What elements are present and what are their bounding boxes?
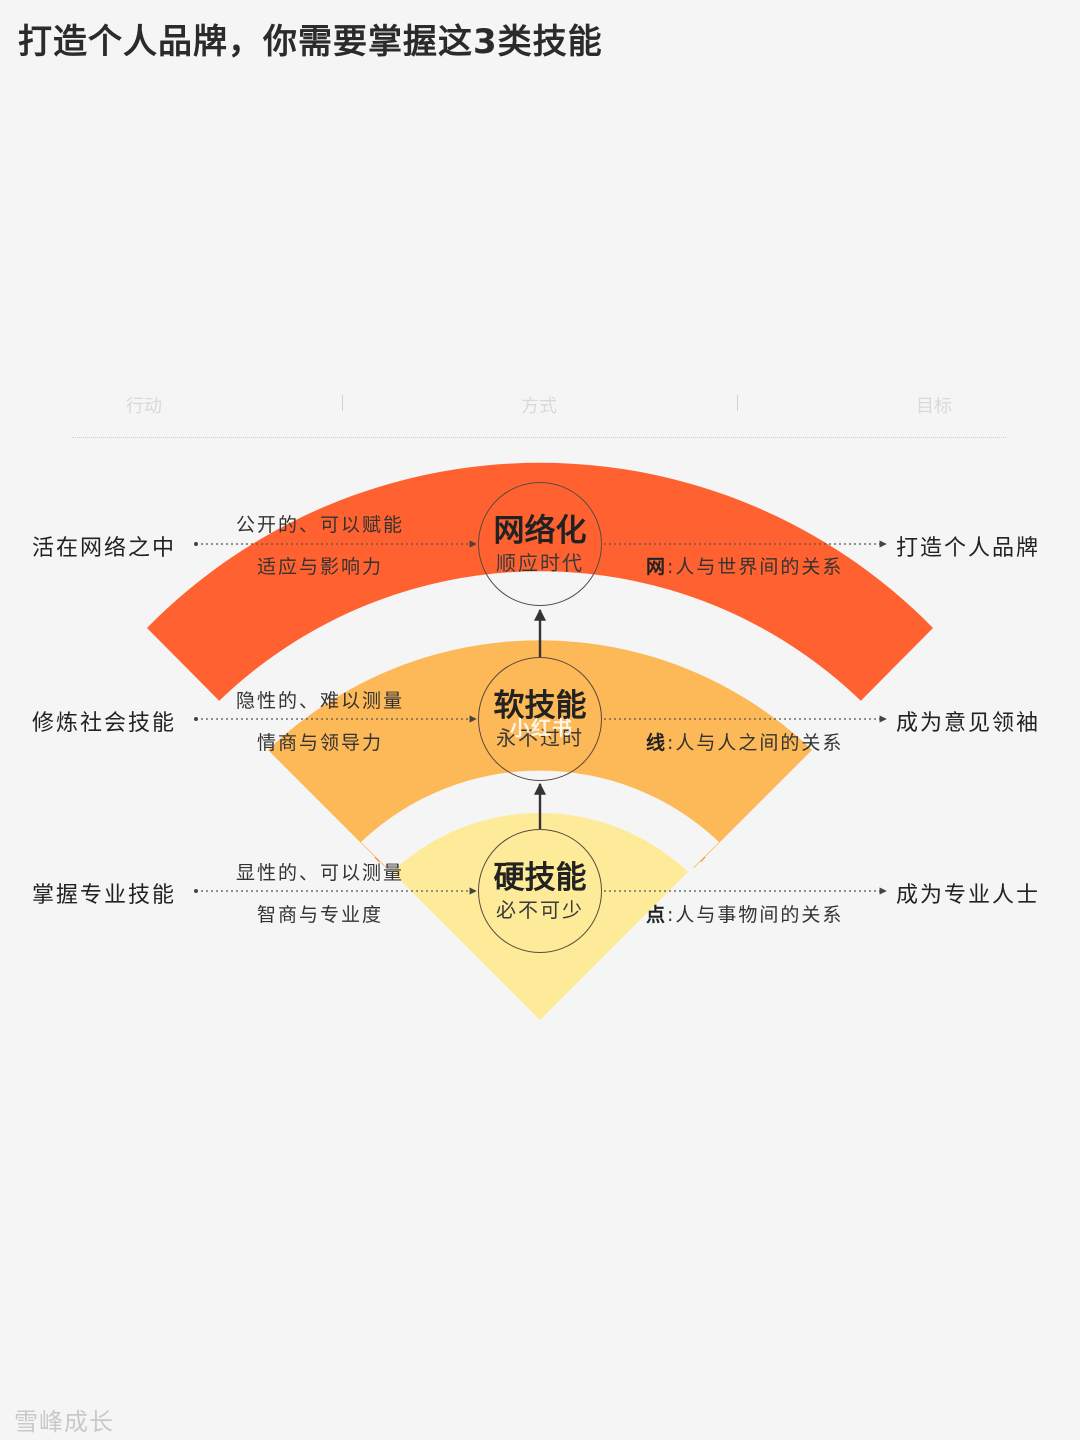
connector-dot [194, 889, 198, 893]
node-title: 网络化 [493, 513, 587, 549]
relation-desc: :人与世界间的关系 [667, 556, 844, 578]
goal-label: 成为专业人士 [896, 883, 1041, 908]
node-subtitle: 永不过时 [496, 726, 584, 750]
node-title: 硬技能 [493, 860, 587, 896]
node-soft-skills: 软技能 永不过时 [478, 657, 602, 781]
desc-bottom: 适应与影响力 [256, 556, 383, 578]
footer-brand: 雪峰成长 [14, 1408, 114, 1436]
relation-text: 点:人与事物间的关系 [646, 900, 843, 927]
node-subtitle: 顺应时代 [496, 551, 584, 575]
desc-top: 显性的、可以测量 [235, 862, 404, 884]
relation-key: 线 [646, 732, 668, 754]
page-title: 打造个人品牌，你需要掌握这3类技能 [18, 22, 603, 62]
watermark: 小红书 [510, 716, 573, 740]
action-label: 修炼社会技能 [32, 711, 177, 736]
connector-dot [194, 717, 198, 721]
action-label: 活在网络之中 [32, 536, 177, 561]
relation-key: 点 [646, 904, 668, 926]
header-divider [342, 395, 343, 411]
node-subtitle: 必不可少 [496, 898, 584, 922]
header-divider [737, 395, 738, 411]
header-method: 方式 [521, 396, 557, 417]
connector-dot [194, 542, 198, 546]
action-label: 掌握专业技能 [32, 883, 177, 908]
desc-bottom: 情商与领导力 [256, 732, 383, 754]
desc-bottom: 智商与专业度 [256, 904, 383, 926]
node-title: 软技能 [493, 688, 587, 724]
header-action: 行动 [126, 396, 162, 417]
relation-desc: :人与事物间的关系 [667, 904, 844, 926]
desc-top: 隐性的、难以测量 [235, 690, 404, 712]
desc-top: 公开的、可以赋能 [235, 514, 404, 536]
relation-text: 网:人与世界间的关系 [646, 552, 843, 579]
header-rule [72, 437, 1006, 438]
goal-label: 成为意见领袖 [896, 711, 1041, 736]
node-networked: 网络化 顺应时代 [478, 482, 602, 606]
relation-desc: :人与人之间的关系 [667, 732, 844, 754]
relation-key: 网 [646, 556, 668, 578]
relation-text: 线:人与人之间的关系 [646, 728, 843, 755]
goal-label: 打造个人品牌 [896, 536, 1041, 561]
header-goal: 目标 [916, 396, 952, 417]
node-hard-skills: 硬技能 必不可少 [478, 829, 602, 953]
